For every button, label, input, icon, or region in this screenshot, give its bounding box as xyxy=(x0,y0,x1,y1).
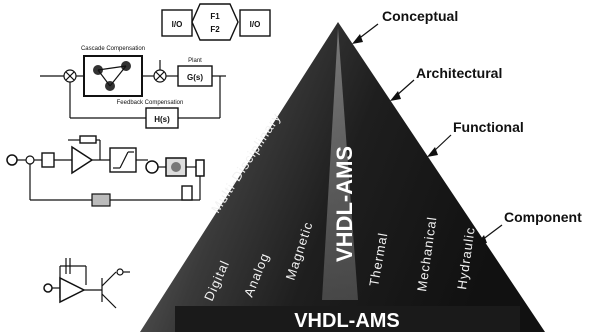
center-vhdl-label: VHDL-AMS xyxy=(332,146,357,262)
io-right-label: I/O xyxy=(250,20,261,29)
feedback-label: Feedback Compensation xyxy=(117,100,184,106)
pyramid-base-band xyxy=(175,306,520,332)
base-vhdl-label: VHDL-AMS xyxy=(294,310,400,332)
f1-label: F1 xyxy=(210,12,220,21)
center-beam xyxy=(322,28,358,300)
opamp-transistor-schematic xyxy=(43,258,130,309)
io-left-label: I/O xyxy=(172,20,183,29)
signal-chain-schematic xyxy=(6,135,205,207)
level-architectural: Architectural xyxy=(416,65,502,81)
plant-label: Plant xyxy=(188,58,202,64)
plant-tf: G(s) xyxy=(187,73,203,82)
cascade-label: Cascade Compensation xyxy=(81,46,145,52)
block-diagram: I/O F1 F2 I/O xyxy=(161,3,271,41)
control-diagram: Cascade Compensation Plant G(s) H(s) Fee… xyxy=(40,46,226,129)
level-functional: Functional xyxy=(453,119,524,135)
arrow-architectural xyxy=(390,79,415,101)
level-component: Component xyxy=(504,209,582,225)
feedback-tf: H(s) xyxy=(154,115,170,124)
arrow-component xyxy=(476,224,503,245)
level-conceptual: Conceptual xyxy=(382,8,458,24)
arrow-conceptual xyxy=(352,23,379,44)
arrow-functional xyxy=(427,134,452,157)
f2-label: F2 xyxy=(210,25,220,34)
